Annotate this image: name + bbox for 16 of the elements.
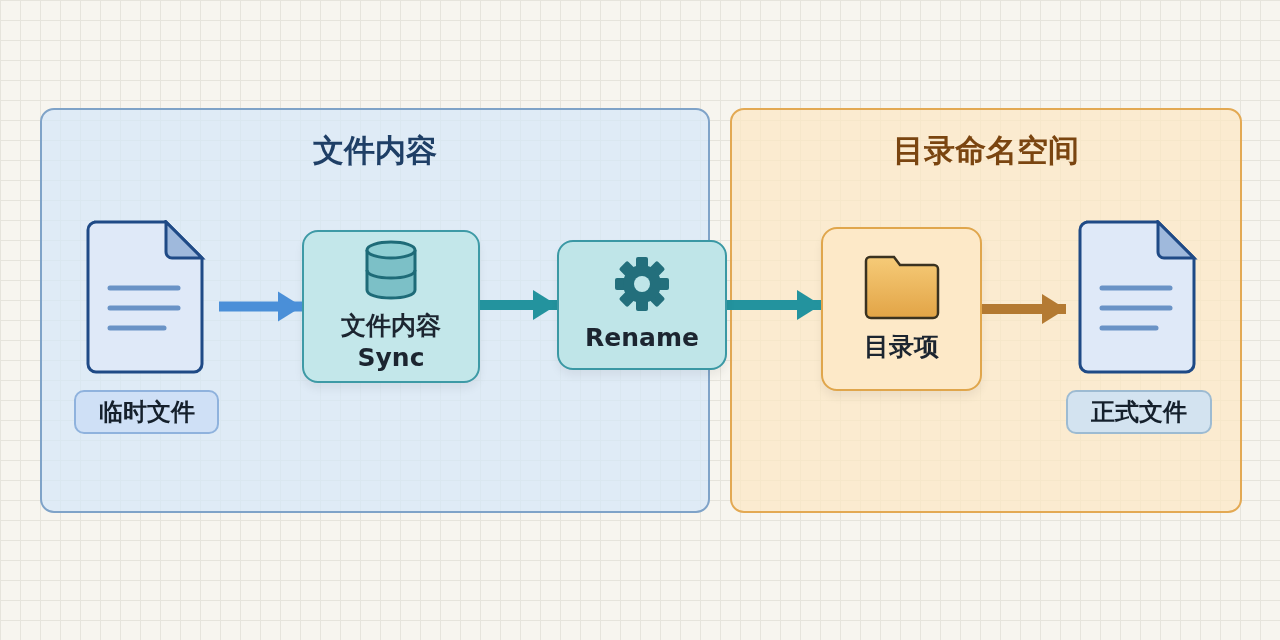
file-label: 临时文件 bbox=[74, 390, 219, 434]
arrow bbox=[727, 290, 821, 320]
arrow bbox=[982, 294, 1066, 324]
arrow bbox=[219, 291, 302, 322]
arrow bbox=[480, 290, 557, 320]
box-label: 目录项 bbox=[864, 331, 939, 363]
panel-title: 目录命名空间 bbox=[893, 131, 1079, 170]
file-label: 正式文件 bbox=[1066, 390, 1212, 434]
process-box bbox=[302, 230, 480, 383]
group-panel bbox=[730, 108, 1242, 513]
panel-title: 文件内容 bbox=[313, 131, 437, 170]
group-panel bbox=[40, 108, 710, 513]
process-box bbox=[821, 227, 982, 391]
process-box bbox=[557, 240, 727, 370]
box-label: Rename bbox=[585, 322, 699, 354]
box-label: 文件内容 Sync bbox=[340, 310, 442, 373]
